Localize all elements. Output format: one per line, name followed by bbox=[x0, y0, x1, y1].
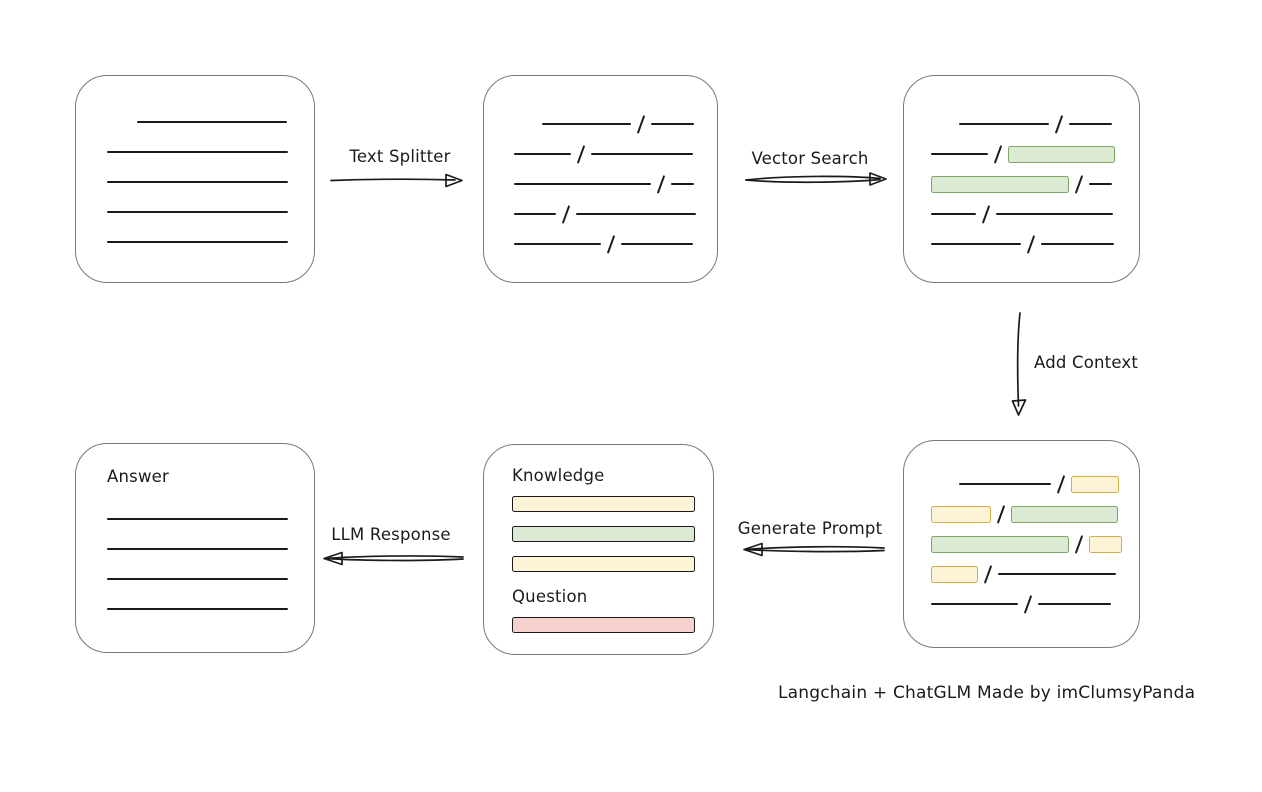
green-bar bbox=[512, 526, 695, 542]
vector-search-label: Vector Search bbox=[751, 149, 869, 168]
text-line bbox=[107, 181, 288, 183]
sketch-text-row bbox=[959, 109, 1139, 139]
generate-prompt-arrow-icon bbox=[743, 542, 885, 557]
text-line bbox=[651, 123, 695, 125]
text-line bbox=[107, 518, 288, 520]
answer-lines bbox=[107, 518, 314, 610]
text-line bbox=[1041, 243, 1115, 245]
text-splitter-label: Text Splitter bbox=[349, 147, 451, 166]
slash-separator-icon bbox=[1023, 594, 1033, 614]
sketch-text-row bbox=[542, 109, 717, 139]
slash-separator-icon bbox=[656, 174, 666, 194]
text-line bbox=[1038, 603, 1112, 605]
section-label: Question bbox=[512, 587, 588, 606]
sketch-text-row bbox=[107, 167, 314, 197]
sketch-text-row bbox=[931, 589, 1139, 619]
context-chunks-node bbox=[903, 440, 1140, 648]
sketch-text-row bbox=[514, 139, 717, 169]
text-line bbox=[621, 243, 694, 245]
text-line bbox=[514, 243, 601, 245]
text-line bbox=[996, 213, 1114, 215]
yellow-highlight-bar bbox=[1089, 535, 1123, 553]
text-line bbox=[931, 153, 988, 155]
text-line bbox=[1069, 123, 1113, 125]
sketch-text-row bbox=[931, 199, 1139, 229]
text-line bbox=[591, 153, 694, 155]
green-highlight-bar bbox=[931, 175, 1069, 193]
sketch-text-row bbox=[514, 229, 717, 259]
yellow-highlight-bar bbox=[1071, 475, 1120, 493]
slash-separator-icon bbox=[981, 204, 991, 224]
text-splitter-arrow-icon bbox=[330, 173, 463, 188]
source-document-node bbox=[75, 75, 315, 283]
text-line bbox=[514, 183, 651, 185]
text-line bbox=[931, 243, 1021, 245]
sketch-text-row bbox=[931, 229, 1139, 259]
slash-separator-icon bbox=[983, 564, 993, 584]
text-line bbox=[107, 548, 288, 550]
sketch-text-row bbox=[931, 559, 1139, 589]
sketch-text-row bbox=[107, 227, 314, 257]
yellow-bar bbox=[512, 556, 695, 572]
sketch-text-row bbox=[931, 529, 1139, 559]
slash-separator-icon bbox=[1056, 474, 1066, 494]
sketch-text-row bbox=[959, 469, 1139, 499]
slash-separator-icon bbox=[1074, 534, 1084, 554]
sketch-text-row bbox=[931, 499, 1139, 529]
slash-separator-icon bbox=[576, 144, 586, 164]
text-line bbox=[931, 213, 976, 215]
text-line bbox=[107, 151, 288, 153]
text-line bbox=[671, 183, 695, 185]
generate-prompt-label: Generate Prompt bbox=[737, 519, 883, 538]
red-bar bbox=[512, 617, 695, 633]
sketch-text-row bbox=[514, 199, 717, 229]
sketch-text-row bbox=[931, 169, 1139, 199]
yellow-highlight-bar bbox=[931, 505, 991, 523]
text-line bbox=[514, 213, 556, 215]
section-label: Knowledge bbox=[512, 466, 605, 485]
slash-separator-icon bbox=[561, 204, 571, 224]
text-line bbox=[576, 213, 697, 215]
sketch-text-row bbox=[107, 137, 314, 167]
text-line bbox=[931, 603, 1018, 605]
text-line bbox=[1089, 183, 1113, 185]
slash-separator-icon bbox=[606, 234, 616, 254]
text-line bbox=[107, 578, 288, 580]
add-context-label: Add Context bbox=[1034, 353, 1139, 372]
sketch-text-row bbox=[931, 139, 1139, 169]
caption: Langchain + ChatGLM Made by imClumsyPand… bbox=[778, 683, 1196, 703]
slash-separator-icon bbox=[996, 504, 1006, 524]
answer-label: Answer bbox=[107, 467, 169, 486]
green-highlight-bar bbox=[931, 535, 1069, 553]
text-line bbox=[107, 241, 288, 243]
split-text-node bbox=[483, 75, 718, 283]
llm-response-arrow-icon bbox=[323, 551, 464, 566]
text-line bbox=[137, 121, 287, 123]
sketch-text-row bbox=[137, 107, 314, 137]
text-line bbox=[514, 153, 571, 155]
vector-search-arrow-icon bbox=[745, 172, 887, 186]
yellow-bar bbox=[512, 496, 695, 512]
sketch-text-row bbox=[514, 169, 717, 199]
slash-separator-icon bbox=[1054, 114, 1064, 134]
slash-separator-icon bbox=[993, 144, 1003, 164]
sketch-text-row bbox=[107, 197, 314, 227]
slash-separator-icon bbox=[636, 114, 646, 134]
text-line bbox=[959, 483, 1051, 485]
llm-response-label: LLM Response bbox=[331, 525, 451, 544]
yellow-highlight-bar bbox=[931, 565, 978, 583]
slash-separator-icon bbox=[1074, 174, 1084, 194]
answer-node: Answer bbox=[75, 443, 315, 653]
text-line bbox=[107, 608, 288, 610]
green-highlight-bar bbox=[1008, 145, 1116, 163]
text-line bbox=[959, 123, 1049, 125]
slash-separator-icon bbox=[1026, 234, 1036, 254]
text-line bbox=[107, 211, 288, 213]
green-highlight-bar bbox=[1011, 505, 1119, 523]
text-line bbox=[542, 123, 631, 125]
search-results-node bbox=[903, 75, 1140, 283]
text-line bbox=[998, 573, 1117, 575]
add-context-arrow-icon bbox=[1011, 312, 1027, 416]
